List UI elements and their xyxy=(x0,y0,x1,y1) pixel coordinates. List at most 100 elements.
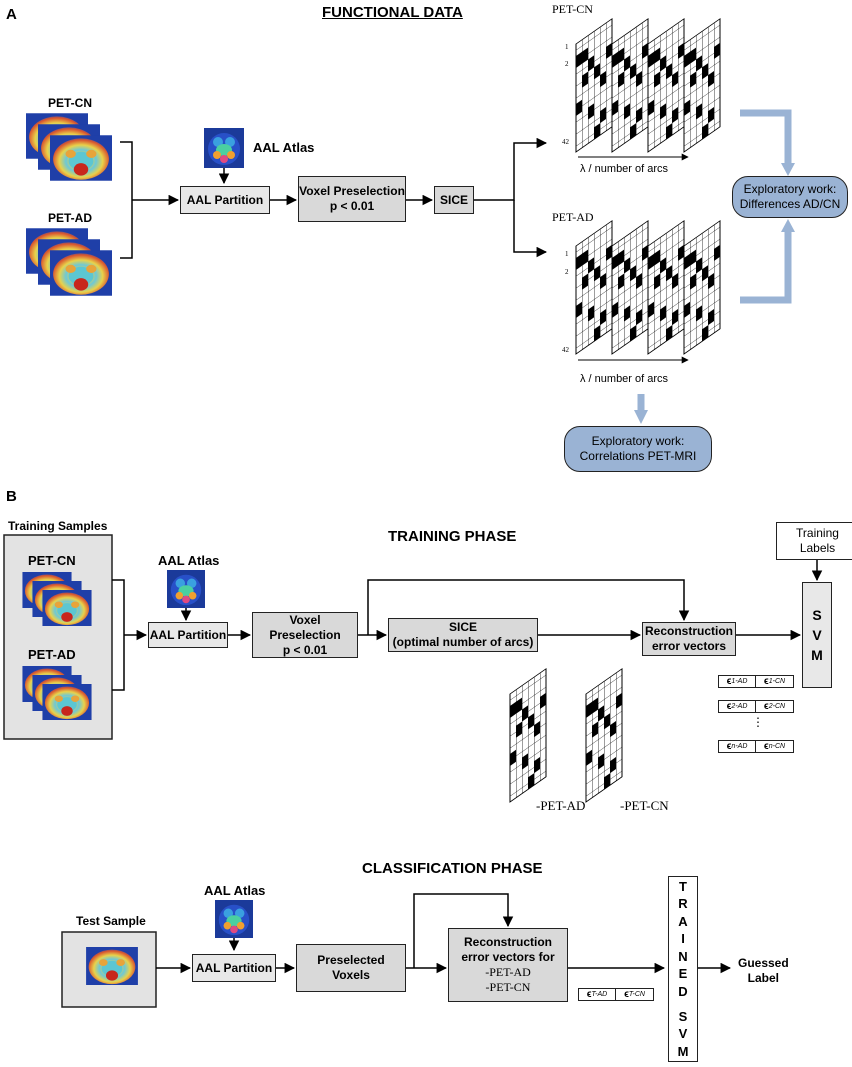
tick-42-ad: 42 xyxy=(562,346,569,354)
blue-arrowhead-ad xyxy=(781,219,795,232)
blue-arrow-cn xyxy=(740,109,792,165)
trained-letter-v: V xyxy=(678,1026,688,1041)
pet-cn-label-b: PET-CN xyxy=(28,553,76,568)
matrix-ad-3 xyxy=(647,220,685,355)
train-ad-image-3 xyxy=(42,684,92,720)
preselected-line1: Preselected xyxy=(317,953,385,967)
aal-atlas-label-a: AAL Atlas xyxy=(253,140,315,155)
pet-cn-image-3 xyxy=(50,135,112,181)
voxel-line1-a: Voxel Preselection xyxy=(299,184,405,198)
eps-vdots: ⋮ xyxy=(752,715,764,729)
sice-line1-b: SICE xyxy=(448,620,477,634)
aal-partition-box-a: AAL Partition xyxy=(180,186,270,214)
panel-a-title: FUNCTIONAL DATA xyxy=(322,4,463,21)
sice-line2-b: (optimal number of arcs) xyxy=(392,635,534,649)
matrix-cn-1 xyxy=(575,18,613,153)
matrix-cn-3 xyxy=(647,18,685,153)
train-matrix-cn xyxy=(585,668,623,803)
explore2-line1: Exploratory work: xyxy=(591,434,685,448)
voxel-line2-a: p < 0.01 xyxy=(329,199,375,213)
tick-2-cn: 2 xyxy=(565,60,569,68)
arrow-bypass-recon xyxy=(367,579,690,635)
panel-b-training-graphics xyxy=(3,534,823,803)
pet-ad-label-b: PET-AD xyxy=(28,647,76,662)
lambda-label-ad: λ / number of arcs xyxy=(580,373,669,385)
panel-a-graphics xyxy=(26,18,795,424)
train-matrix-ad xyxy=(509,668,547,803)
pet-ad-image-3 xyxy=(50,250,112,296)
matrix-cn-4 xyxy=(683,18,721,153)
recon-line2-b: error vectors xyxy=(651,639,727,653)
recon2-line4: -PET-CN xyxy=(485,980,531,994)
panel-b-letter: B xyxy=(6,488,17,505)
blue-arrow-ad xyxy=(740,230,792,304)
training-samples-label: Training Samples xyxy=(8,519,108,533)
blue-arrowhead-down xyxy=(634,410,648,424)
recon2-line2: error vectors for xyxy=(461,950,555,964)
guessed-label: Guessed Label xyxy=(738,956,789,986)
test-sample-image xyxy=(86,947,138,985)
guessed-line1: Guessed xyxy=(738,956,789,970)
svm-box: S V M xyxy=(802,582,832,688)
sice-box-b: SICE (optimal number of arcs) xyxy=(388,618,538,652)
arrow-sice-cn-a xyxy=(474,137,548,201)
training-labels-line1: Training xyxy=(796,526,839,540)
sice-text-a: SICE xyxy=(439,192,468,207)
aal-atlas-image-c xyxy=(215,900,253,938)
aal-partition-text-a: AAL Partition xyxy=(186,192,264,207)
tick-1-cn: 1 xyxy=(565,43,569,51)
train-cn-image-3 xyxy=(42,590,92,626)
merge-bracket-a xyxy=(120,141,133,259)
training-labels-box: Training Labels xyxy=(776,522,852,560)
exploratory-correlations-oval: Exploratory work: Correlations PET-MRI xyxy=(564,426,712,472)
aal-atlas-image-b xyxy=(167,570,205,608)
preselected-line2: Voxels xyxy=(332,968,370,982)
aal-partition-box-b: AAL Partition xyxy=(148,622,228,648)
explore1-line1: Exploratory work: xyxy=(743,182,837,196)
sice-box-a: SICE xyxy=(434,186,474,214)
trained-letter-t: T xyxy=(679,878,687,894)
classification-phase-title: CLASSIFICATION PHASE xyxy=(362,860,543,877)
merge-bracket-b xyxy=(112,579,125,691)
test-sample-label: Test Sample xyxy=(76,914,146,928)
preselected-voxels-box: Preselected Voxels xyxy=(296,944,406,992)
matrix-label-cn-b: -PET-CN xyxy=(620,798,669,813)
recon-box-b: Reconstruction error vectors xyxy=(642,622,736,656)
pet-cn-label-a: PET-CN xyxy=(48,96,93,110)
panel-a-letter: A xyxy=(6,6,17,23)
recon2-line3: -PET-AD xyxy=(485,965,531,979)
arrow-bypass-recon2 xyxy=(413,893,514,968)
trained-letter-i: I xyxy=(681,931,685,946)
matrix-ad-label: PET-AD xyxy=(552,210,594,224)
recon-line1-b: Reconstruction xyxy=(644,624,733,638)
svm-letter-v: V xyxy=(812,627,822,643)
aal-partition-box-c: AAL Partition xyxy=(192,954,276,982)
trained-letter-e: E xyxy=(678,966,688,981)
lambda-label-cn: λ / number of arcs xyxy=(580,163,669,175)
matrix-ad-4 xyxy=(683,220,721,355)
exploratory-differences-oval: Exploratory work: Differences AD/CN xyxy=(732,176,848,218)
aal-partition-text-b: AAL Partition xyxy=(149,627,227,642)
explore2-line2: Correlations PET-MRI xyxy=(579,449,697,463)
tick-1-ad: 1 xyxy=(565,250,569,258)
matrix-cn-2 xyxy=(611,18,649,153)
tick-2-ad: 2 xyxy=(565,268,569,276)
training-labels-line2: Labels xyxy=(799,541,836,555)
arrow-sice-ad-a xyxy=(513,200,548,258)
panel-b-classification-graphics xyxy=(61,893,732,1008)
trained-letter-r: R xyxy=(678,896,688,911)
trained-letter-d: D xyxy=(678,983,688,999)
aal-partition-text-c: AAL Partition xyxy=(195,960,273,975)
svm-letter-s: S xyxy=(812,607,822,623)
